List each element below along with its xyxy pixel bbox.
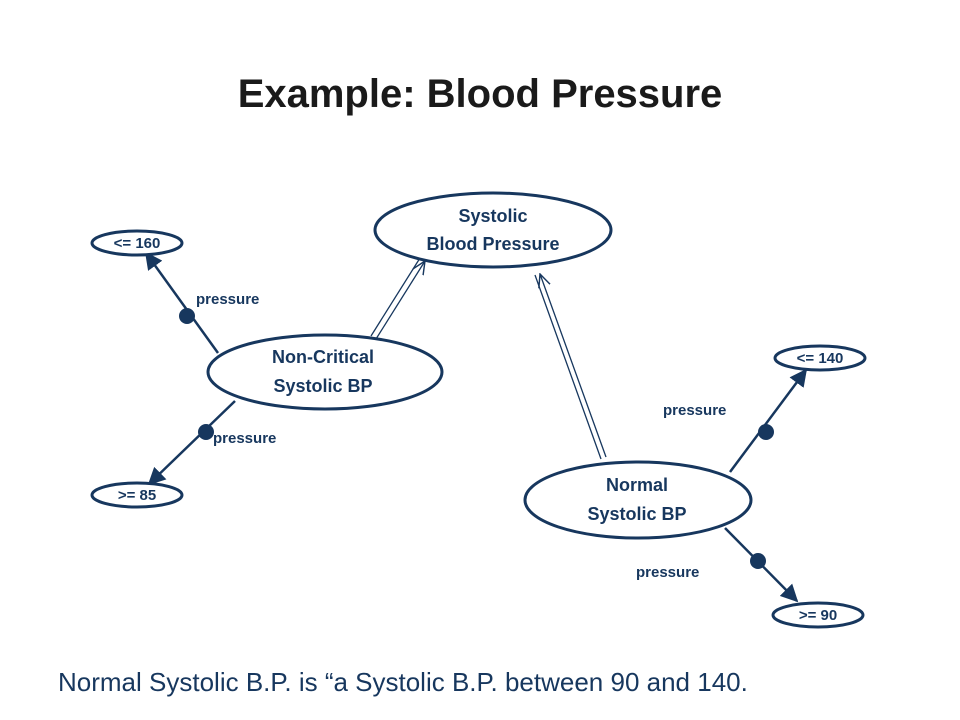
edge-label-pressure: pressure xyxy=(636,564,699,581)
node-normal-systolic-bp: Normal Systolic BP xyxy=(523,460,753,540)
restriction-edge-noncrit-min xyxy=(147,400,236,486)
node-label-line2: Systolic BP xyxy=(587,504,686,524)
subclass-edge-normal xyxy=(534,274,607,460)
value-label: <= 140 xyxy=(797,350,844,367)
slide-title: Example: Blood Pressure xyxy=(237,72,723,116)
caption: Normal Systolic B.P. is “a Systolic B.P.… xyxy=(58,667,748,697)
node-systolic-blood-pressure: Systolic Blood Pressure xyxy=(373,191,613,269)
restriction-edge-normal-max xyxy=(728,368,808,473)
edge-label-pressure: pressure xyxy=(663,402,726,419)
subclass-edge-noncritical xyxy=(370,257,425,340)
node-label-line1: Systolic xyxy=(458,206,527,226)
restriction-dot xyxy=(758,424,774,440)
edge-label-pressure: pressure xyxy=(196,291,259,308)
value-node-noncrit-max: <= 160 xyxy=(90,229,184,257)
value-node-normal-min: >= 90 xyxy=(771,601,865,629)
node-non-critical-systolic-bp: Non-Critical Systolic BP xyxy=(206,333,444,411)
node-label-line1: Normal xyxy=(606,475,668,495)
restriction-dot xyxy=(179,308,195,324)
edge-label-pressure: pressure xyxy=(213,430,276,447)
value-node-noncrit-min: >= 85 xyxy=(90,481,184,509)
restriction-dot xyxy=(750,553,766,569)
restriction-edge-noncrit-max xyxy=(144,251,220,354)
node-label-line1: Non-Critical xyxy=(272,347,374,367)
value-label: >= 85 xyxy=(118,487,156,504)
value-label: <= 160 xyxy=(114,235,161,252)
value-node-normal-max: <= 140 xyxy=(773,344,867,372)
node-label-line2: Blood Pressure xyxy=(426,234,559,254)
restriction-dot xyxy=(198,424,214,440)
value-label: >= 90 xyxy=(799,607,837,624)
node-label-line2: Systolic BP xyxy=(273,376,372,396)
restriction-edge-normal-min xyxy=(724,527,799,603)
